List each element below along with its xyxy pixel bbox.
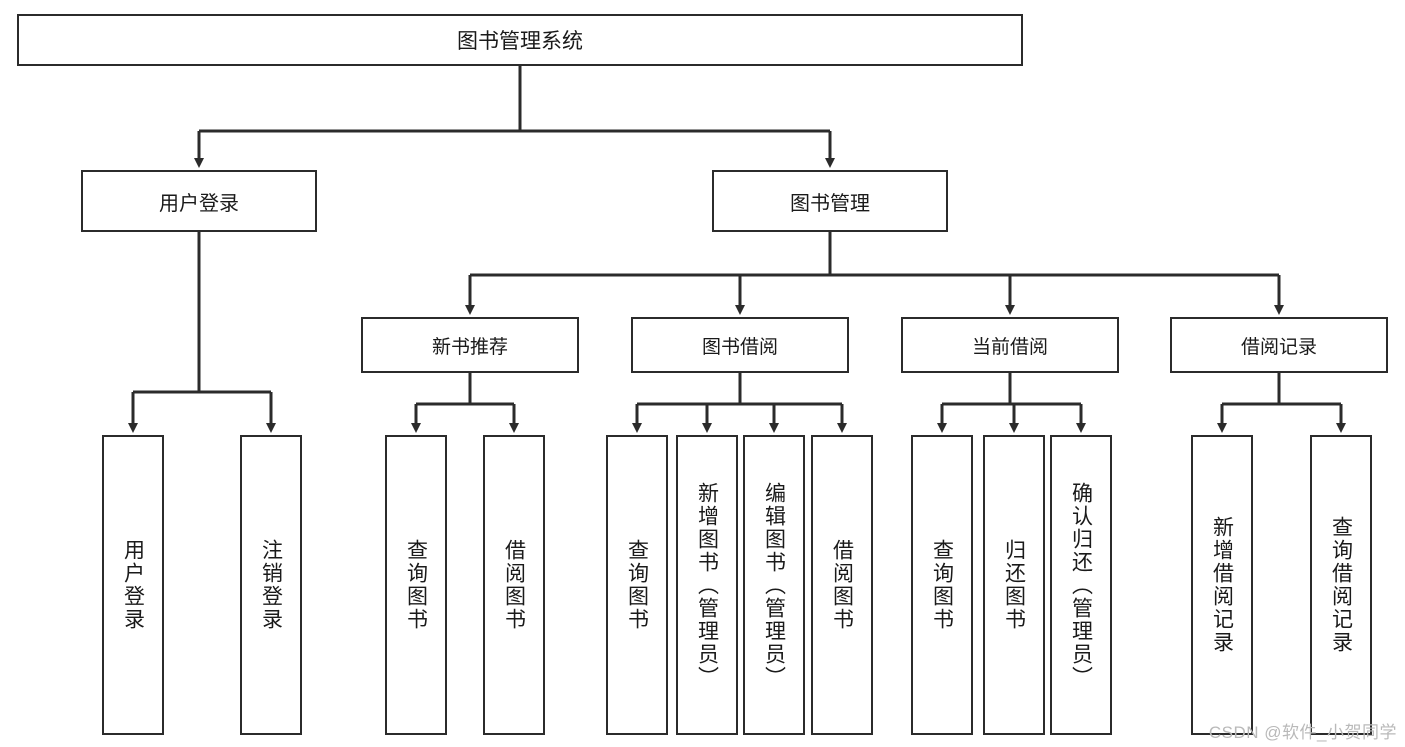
node-leaf-edit-book[interactable]: 编辑图书（管理员）: [743, 435, 805, 735]
node-leaf-query-book-3[interactable]: 查询图书: [911, 435, 973, 735]
node-leaf-borrow-book-1[interactable]: 借阅图书: [483, 435, 545, 735]
node-leaf-query-record-label: 查询借阅记录: [1329, 516, 1353, 654]
node-new-book-recommend-label: 新书推荐: [431, 336, 508, 358]
node-leaf-query-book-2[interactable]: 查询图书: [606, 435, 668, 735]
node-leaf-return-book-label: 归还图书: [1002, 539, 1026, 631]
node-current-borrow[interactable]: 当前借阅: [901, 317, 1119, 373]
node-borrow-record-label: 借阅记录: [1240, 336, 1317, 358]
node-leaf-confirm-return-label: 确认归还（管理员）: [1069, 481, 1093, 689]
watermark: CSDN @软件_小贺同学: [1208, 723, 1397, 742]
node-leaf-add-record-label: 新增借阅记录: [1210, 516, 1234, 654]
node-leaf-return-book[interactable]: 归还图书: [983, 435, 1045, 735]
node-book-borrow[interactable]: 图书借阅: [631, 317, 849, 373]
node-borrow-record[interactable]: 借阅记录: [1170, 317, 1388, 373]
node-leaf-borrow-book-2-label: 借阅图书: [830, 539, 854, 631]
node-root[interactable]: 图书管理系统: [17, 14, 1023, 66]
node-user-login[interactable]: 用户登录: [81, 170, 317, 232]
node-book-manage[interactable]: 图书管理: [712, 170, 948, 232]
node-leaf-add-book[interactable]: 新增图书（管理员）: [676, 435, 738, 735]
node-leaf-user-login[interactable]: 用户登录: [102, 435, 164, 735]
node-root-label: 图书管理系统: [457, 30, 583, 53]
node-leaf-query-book-1-label: 查询图书: [404, 539, 428, 631]
node-new-book-recommend[interactable]: 新书推荐: [361, 317, 579, 373]
node-user-login-label: 用户登录: [159, 192, 239, 215]
node-leaf-query-book-2-label: 查询图书: [625, 539, 649, 631]
node-book-borrow-label: 图书借阅: [701, 336, 778, 358]
node-current-borrow-label: 当前借阅: [971, 336, 1048, 358]
node-book-manage-label: 图书管理: [790, 192, 870, 215]
node-leaf-logout-label: 注销登录: [259, 539, 283, 631]
node-leaf-query-record[interactable]: 查询借阅记录: [1310, 435, 1372, 735]
node-leaf-edit-book-label: 编辑图书（管理员）: [762, 481, 786, 689]
node-leaf-confirm-return[interactable]: 确认归还（管理员）: [1050, 435, 1112, 735]
node-leaf-add-book-label: 新增图书（管理员）: [695, 481, 719, 689]
node-leaf-query-book-1[interactable]: 查询图书: [385, 435, 447, 735]
node-leaf-logout[interactable]: 注销登录: [240, 435, 302, 735]
node-leaf-user-login-label: 用户登录: [121, 539, 145, 631]
node-leaf-borrow-book-2[interactable]: 借阅图书: [811, 435, 873, 735]
node-leaf-query-book-3-label: 查询图书: [930, 539, 954, 631]
node-leaf-add-record[interactable]: 新增借阅记录: [1191, 435, 1253, 735]
node-leaf-borrow-book-1-label: 借阅图书: [502, 539, 526, 631]
